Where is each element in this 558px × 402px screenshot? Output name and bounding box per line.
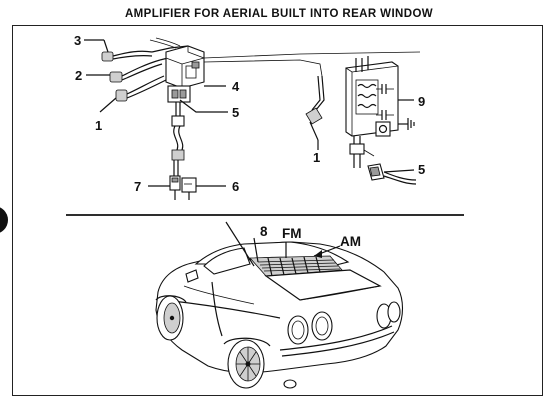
page-edge-tab [0,206,8,234]
connector-3 [101,50,153,62]
callout-4: 4 [232,79,240,94]
callout-5-left: 5 [232,105,239,120]
car-illustration [155,241,404,389]
callout-5-right: 5 [418,162,425,177]
callout-fm: FM [282,226,302,241]
callout-leaders-car [225,221,341,267]
diagram-frame [12,25,543,396]
connector-2 [109,59,163,83]
callout-8: 8 [260,224,268,239]
callout-2: 2 [75,68,82,83]
amplifier-assembly [101,37,421,200]
callout-3: 3 [74,33,81,48]
callout-6: 6 [232,179,239,194]
connector-6 [181,177,197,200]
connector-1-left [115,75,167,102]
callout-leaders-right [317,99,415,173]
callout-leaders-left [84,39,228,187]
diagram-title: AMPLIFIER FOR AERIAL BUILT INTO REAR WIN… [124,8,434,20]
connector-5-right [367,163,417,185]
callout-7: 7 [134,179,141,194]
callout-9: 9 [418,94,425,109]
connector-1-right [305,75,325,141]
connector-7 [169,175,181,200]
callout-1-left: 1 [95,118,102,133]
amplifier-detail [345,56,415,168]
callout-1-right: 1 [313,150,320,165]
callout-am: AM [340,234,361,249]
